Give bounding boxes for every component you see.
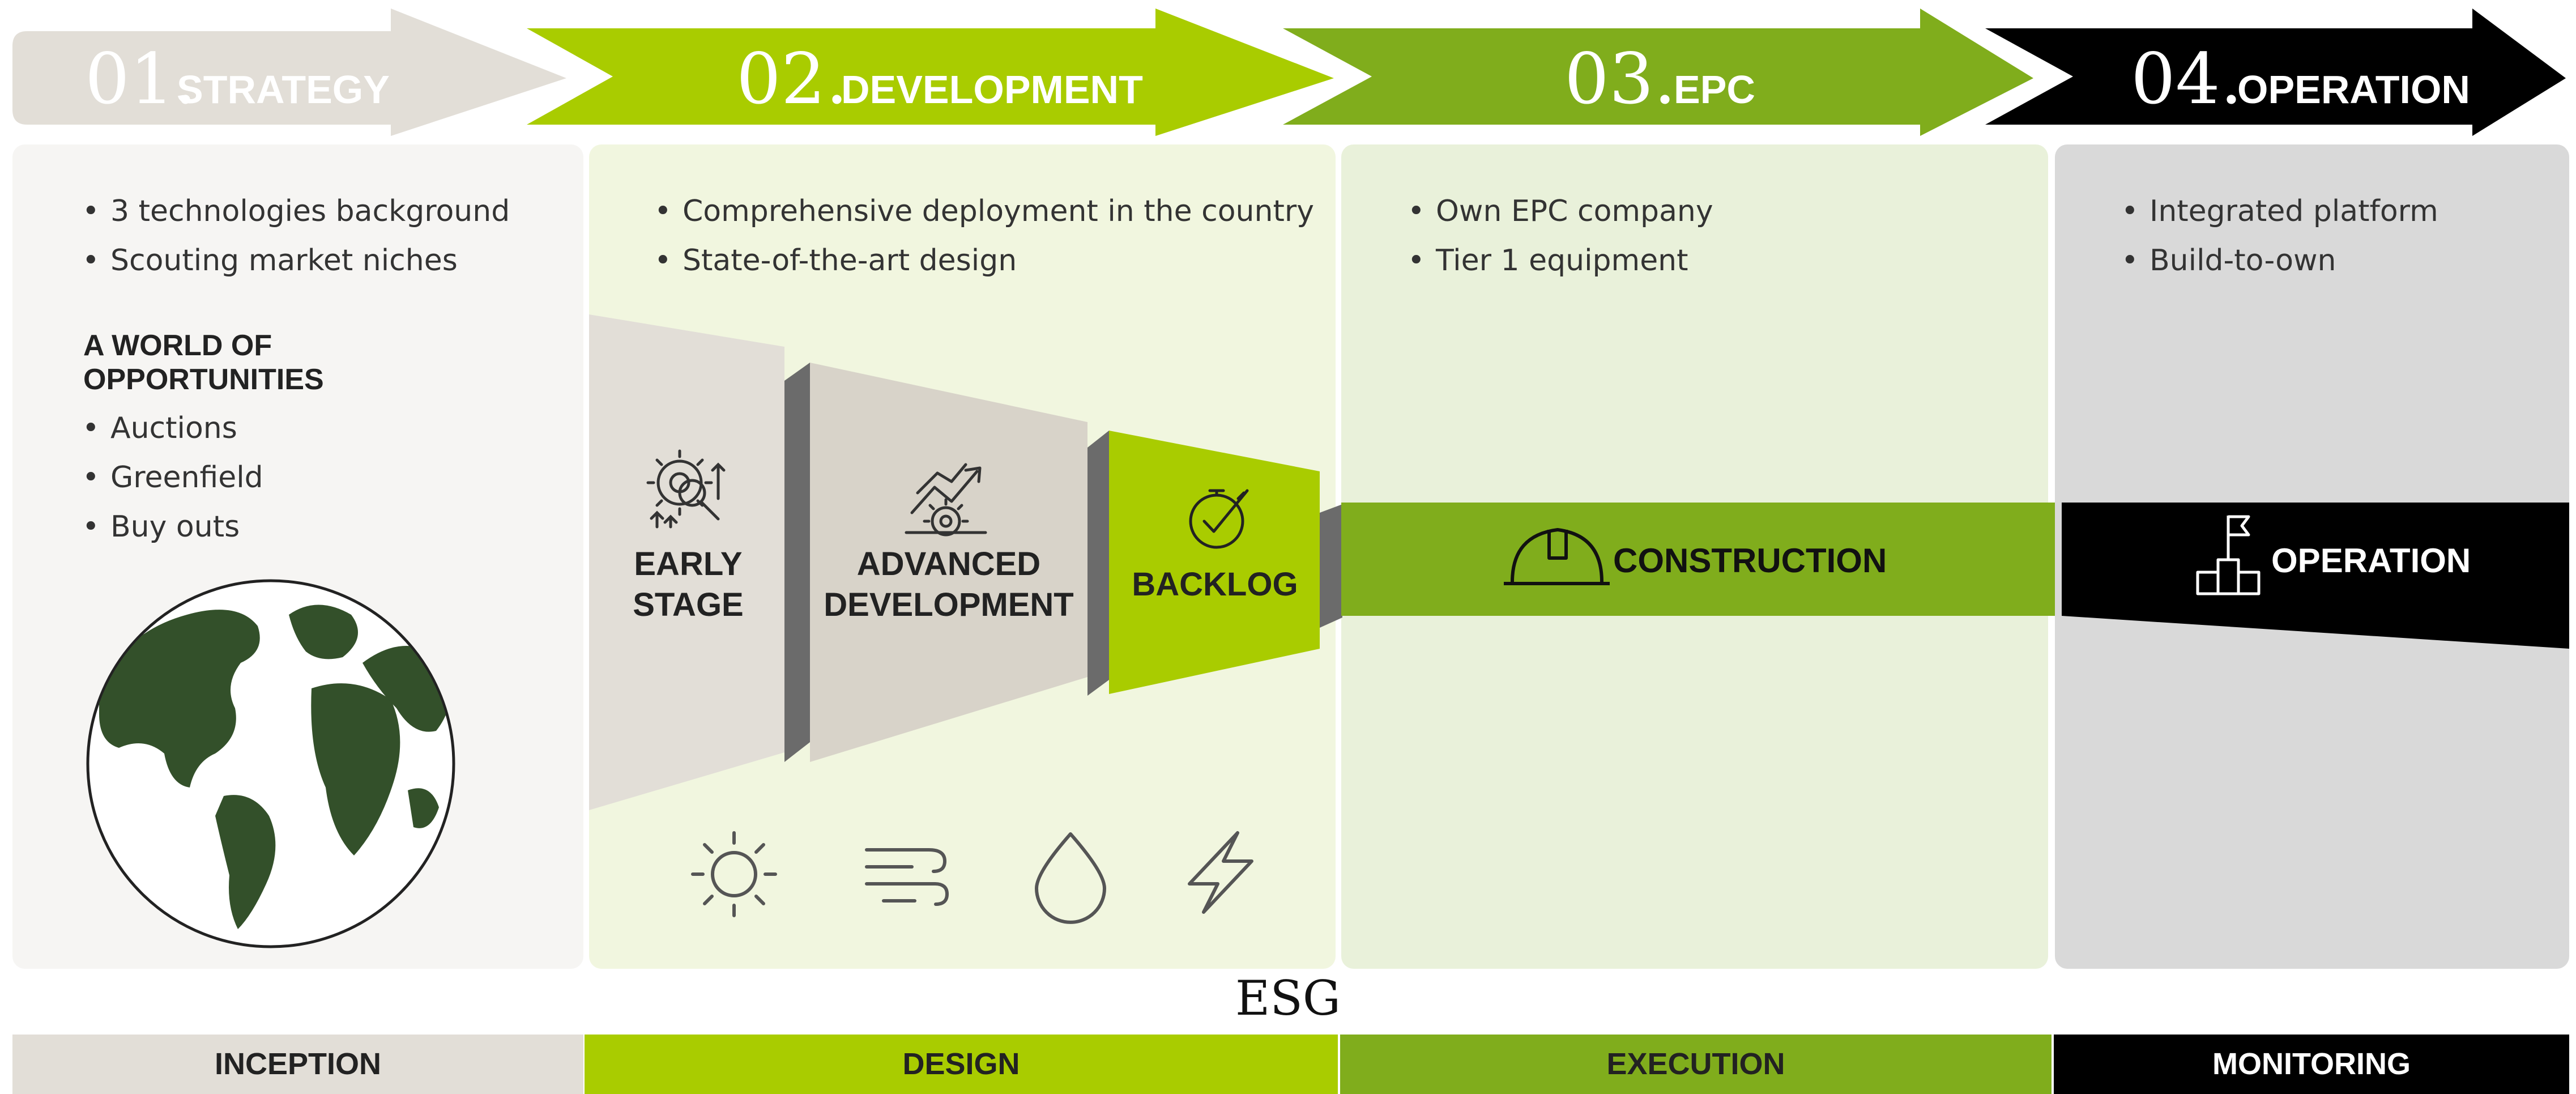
- world-bullet: Greenfield: [76, 461, 263, 495]
- phase-label-epc: EPC: [1674, 67, 1755, 112]
- development-bullet: State-of-the-art design: [649, 244, 1017, 278]
- esg-label: ESG: [1235, 970, 1341, 1026]
- stage-label-line: BACKLOG: [1132, 566, 1298, 603]
- construction-label: CONSTRUCTION: [1613, 542, 1887, 580]
- funnel-connector-1: [784, 363, 810, 762]
- operation-bullet: Build-to-own: [2116, 244, 2336, 278]
- development-bullet: Comprehensive deployment in the country: [649, 194, 1314, 228]
- world-bullet: Auctions: [76, 411, 237, 445]
- phase-number-strategy: 01.: [85, 39, 197, 120]
- footer-monitoring: MONITORING: [2054, 1035, 2569, 1094]
- phase-arrow-strategy: [12, 8, 566, 136]
- footer-inception: INCEPTION: [12, 1035, 583, 1094]
- world-heading-line2: OPPORTUNITIES: [83, 363, 324, 396]
- world-heading-line1: A WORLD OF: [83, 329, 272, 362]
- sun-icon: [691, 831, 777, 917]
- operation-band-label: OPERATION: [2271, 542, 2471, 580]
- footer-design: DESIGN: [585, 1035, 1338, 1094]
- stage-label-advanced: ADVANCED DEVELOPMENT: [816, 544, 1082, 625]
- stage-label-line: ADVANCED: [856, 546, 1041, 582]
- construction-band: [1341, 503, 2055, 616]
- phase-label-development: DEVELOPMENT: [841, 67, 1143, 112]
- phase-arrow-development: [527, 8, 1334, 136]
- water-drop-icon: [1035, 832, 1106, 924]
- stage-label-backlog: BACKLOG: [1116, 564, 1314, 605]
- growth-chart-gear-icon: [905, 463, 987, 537]
- stopwatch-check-icon: [1189, 489, 1249, 549]
- footer-execution: EXECUTION: [1340, 1035, 2052, 1094]
- phase-number-development: 02.: [736, 39, 848, 120]
- hard-hat-icon: [1504, 528, 1610, 585]
- stage-label-early: EARLY STAGE: [612, 544, 765, 625]
- funnel-connector-2: [1087, 431, 1109, 696]
- phase-number-epc: 03.: [1564, 39, 1677, 120]
- phase-arrow-operation: [1985, 8, 2566, 136]
- wind-icon: [865, 848, 949, 906]
- world-bullet: Buy outs: [76, 510, 240, 544]
- phase-number-operation: 04.: [2131, 39, 2243, 120]
- stage-label-line: EARLY: [634, 546, 743, 582]
- funnel-backlog-block: [1109, 431, 1320, 694]
- operation-bullet: Integrated platform: [2116, 194, 2438, 228]
- epc-bullet: Tier 1 equipment: [1402, 244, 1688, 278]
- stage-label-line: DEVELOPMENT: [824, 586, 1074, 623]
- strategy-bullet: Scouting market niches: [76, 244, 458, 278]
- funnel-early-stage-block: [589, 314, 784, 810]
- operation-band: [2062, 503, 2569, 649]
- funnel-advanced-block: [810, 363, 1087, 762]
- phase-label-strategy: STRATEGY: [177, 67, 390, 112]
- lightning-bolt-icon: [1188, 831, 1253, 914]
- funnel-connector-3: [1320, 504, 1342, 628]
- phase-label-operation: OPERATION: [2237, 67, 2470, 112]
- stage-label-line: STAGE: [633, 586, 744, 623]
- epc-bullet: Own EPC company: [1402, 194, 1713, 228]
- strategy-bullet: 3 technologies background: [76, 194, 510, 228]
- gear-magnifier-icon: [646, 449, 726, 529]
- globe-icon: [86, 579, 455, 948]
- phase-arrow-epc: [1283, 8, 2033, 136]
- podium-flag-icon: [2196, 515, 2261, 595]
